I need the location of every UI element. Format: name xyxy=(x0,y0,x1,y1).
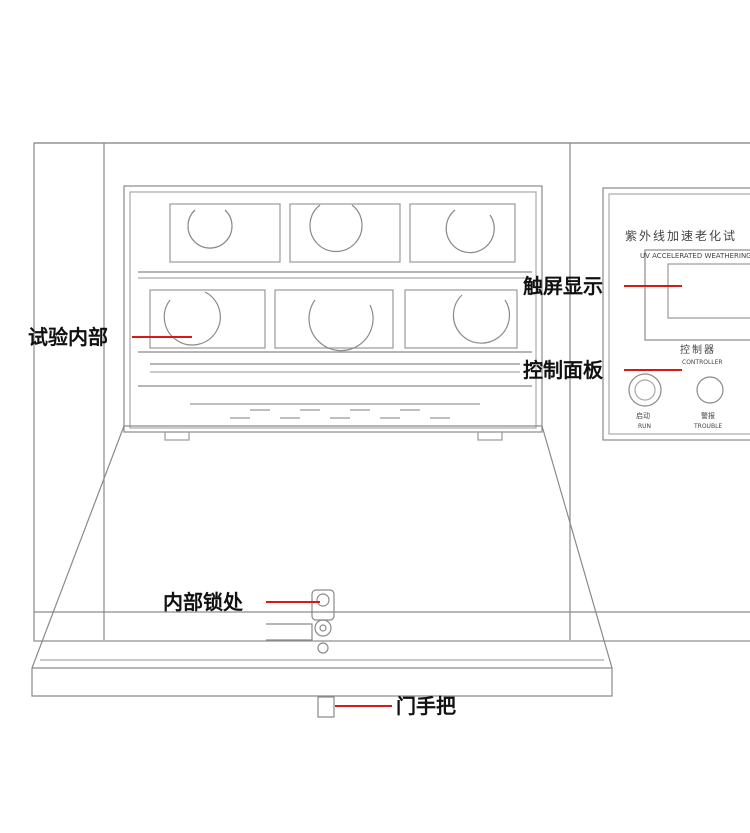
chamber-opening xyxy=(123,185,543,433)
start-button xyxy=(628,373,662,407)
label-inner-lock: 内部锁处 xyxy=(163,590,243,614)
label-touch-screen: 触屏显示 xyxy=(523,274,603,298)
label-control-panel: 控制面板 xyxy=(523,358,603,382)
alarm-label-cn: 警报 xyxy=(701,411,715,420)
panel-title-cn: 紫外线加速老化试 xyxy=(625,228,737,243)
label-test-interior: 试验内部 xyxy=(28,325,108,349)
open-door xyxy=(31,425,613,697)
start-label-cn: 启动 xyxy=(636,411,650,420)
control-panel xyxy=(602,187,750,441)
controller-label-en: CONTROLLER xyxy=(682,359,723,366)
controller-label-cn: 控制器 xyxy=(680,343,716,356)
machine-body xyxy=(33,142,750,642)
label-door-handle: 门手把 xyxy=(396,694,456,718)
touch-screen xyxy=(644,249,750,341)
inner-lock xyxy=(266,589,335,654)
alarm-light xyxy=(696,376,724,404)
door-handle xyxy=(317,696,335,718)
start-label-en: RUN xyxy=(638,423,651,430)
panel-title-en: UV ACCELERATED WEATHERING T xyxy=(640,252,750,260)
alarm-label-en: TROUBLE xyxy=(693,423,722,430)
